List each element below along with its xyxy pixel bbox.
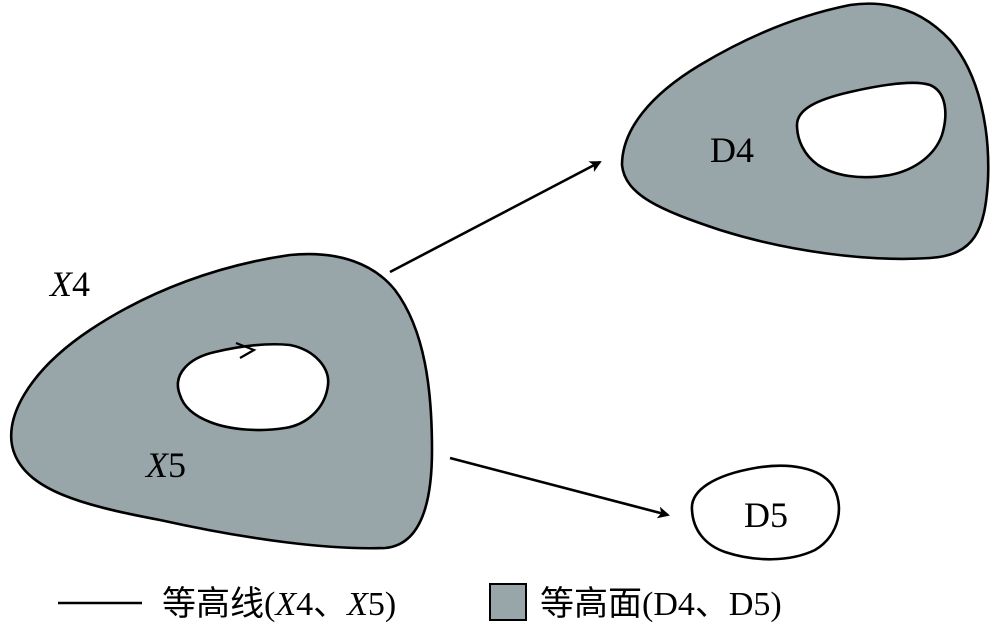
contour-surface-d5 [690,464,841,561]
legend-line-label: 等高线(X4、X5) [162,585,396,623]
d4-inner-hole [795,81,947,179]
x5-direction-arrow [235,341,257,359]
source-contour-region [9,252,434,550]
arrow-to-d5 [449,456,670,519]
arrow-to-d4 [389,160,602,274]
label-x5: X5 [144,445,186,485]
legend-area-label: 等高面(D4、D5) [540,585,782,623]
contour-surface-d4 [620,2,990,261]
legend-area-swatch [489,583,527,621]
label-x4: X4 [48,264,90,304]
label-d5: D5 [744,495,788,535]
legend: 等高线(X4、X5) 等高面(D4、D5) [58,583,782,623]
label-d4: D4 [710,130,754,170]
inner-contour-x5 [176,342,330,432]
